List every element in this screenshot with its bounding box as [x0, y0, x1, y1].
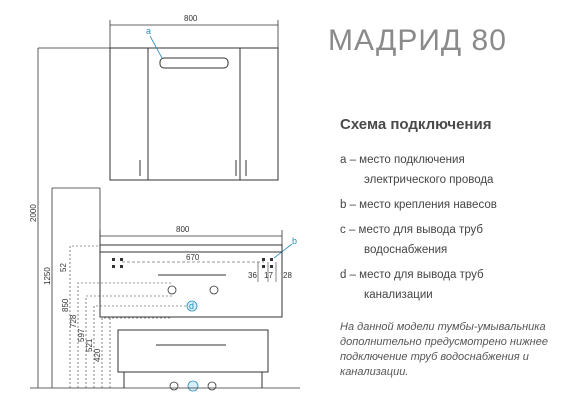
- legend-item-d: d – место для вывода труб канализации: [340, 265, 570, 305]
- height-2000-label: 2000: [29, 204, 38, 222]
- legend-item-line1: c – место для вывода труб: [340, 224, 483, 236]
- callout-b: b: [292, 236, 297, 246]
- dim-28-label: 28: [283, 271, 292, 280]
- callout-d-upper: d: [189, 301, 194, 311]
- height-521-label: 521: [85, 338, 94, 352]
- top-width-dim: [109, 20, 279, 48]
- legend-item-c: c – место для вывода труб водоснабжения: [340, 220, 570, 260]
- dim-17-label: 17: [264, 271, 273, 280]
- drain-outlet-lower: [187, 380, 199, 392]
- dim-36-label: 36: [248, 271, 257, 280]
- legend-item-line2: канализации: [364, 289, 433, 301]
- countertop: [99, 244, 283, 253]
- mirror-cabinet: [109, 47, 279, 181]
- legend-item-line2: электрического провода: [364, 174, 494, 186]
- inner-width-label: 670: [186, 253, 200, 262]
- legend-item-line1: a – место подключения: [340, 154, 465, 166]
- hanger-markers: [112, 258, 273, 268]
- callout-a: a: [146, 26, 151, 36]
- connection-diagram: 800 a 2000 1250 800 670 b: [29, 14, 300, 392]
- legend-item-a: a – место подключения электрического про…: [340, 150, 570, 190]
- lower-cabinet: [117, 329, 269, 388]
- dim-52-label: 52: [59, 263, 68, 272]
- pipe-outlets-upper: [167, 285, 219, 295]
- installation-note: На данной модели тумбы-умывальника допол…: [340, 321, 548, 378]
- drain-outlet-upper: [186, 300, 198, 312]
- legend-list: a – место подключения электрического про…: [340, 150, 570, 310]
- height-1250-label: 1250: [43, 267, 52, 285]
- height-728-label: 728: [69, 314, 78, 328]
- height-guides: [69, 245, 188, 388]
- top-width-label: 800: [184, 14, 198, 23]
- legend-item-b: b – место крепления навесов: [340, 195, 570, 215]
- legend-item-line2: водоснабжения: [364, 244, 448, 256]
- height-420-label: 420: [93, 348, 102, 362]
- legend-item-line1: b – место крепления навесов: [340, 199, 497, 211]
- height-597-label: 597: [77, 328, 86, 342]
- schema-heading: Схема подключения: [340, 116, 492, 133]
- height-850-label: 850: [61, 298, 70, 312]
- product-title: МАДРИД 80: [328, 24, 507, 57]
- right-small-dims: [257, 262, 277, 282]
- pipe-outlets-lower: [169, 381, 217, 391]
- sink-width-label: 800: [176, 225, 190, 234]
- legend-item-line1: d – место для вывода труб: [340, 269, 484, 281]
- wall-lines: [37, 47, 110, 388]
- sink-body: [99, 251, 283, 318]
